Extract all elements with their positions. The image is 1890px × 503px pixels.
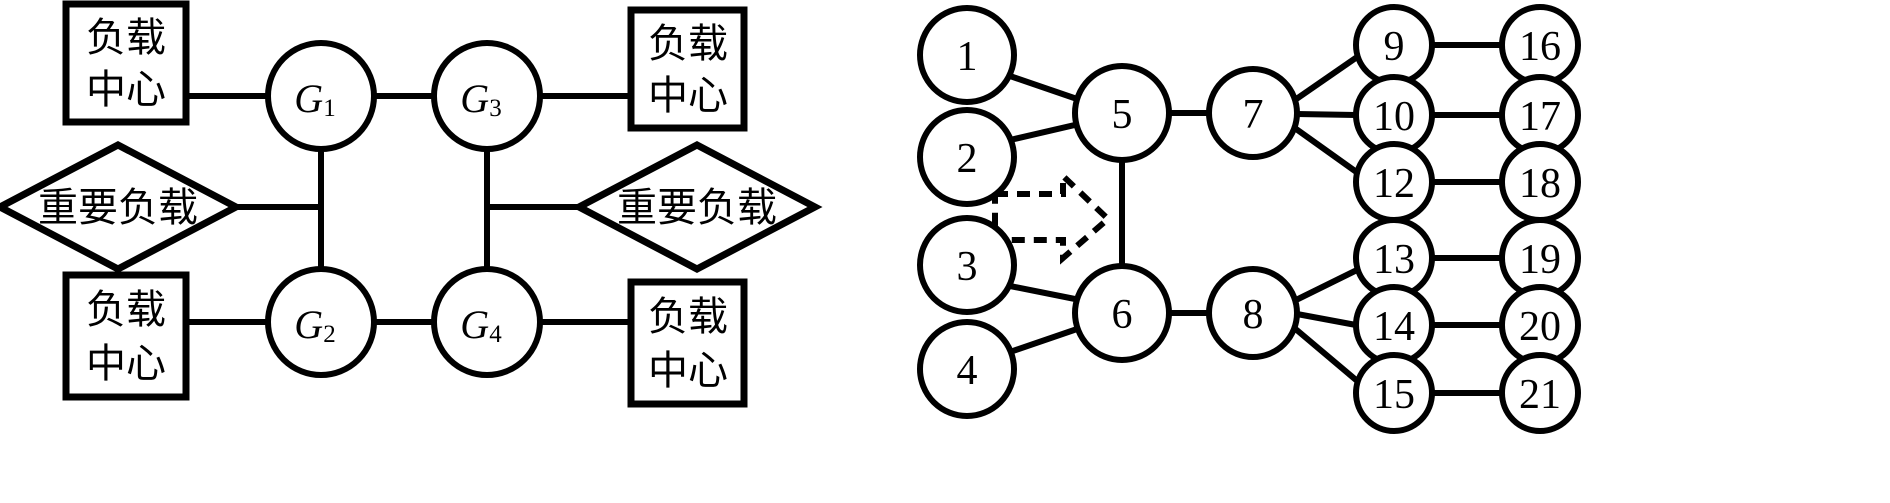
load-center-box — [62, 0, 190, 126]
node-label: 7 — [1243, 92, 1264, 138]
node-label: 15 — [1373, 372, 1415, 418]
node-label: 5 — [1112, 92, 1133, 138]
edge-7-12 — [1290, 123, 1364, 179]
generator-label: G1 — [294, 76, 335, 122]
graph-node-21[interactable]: 21 — [1499, 352, 1581, 434]
node-label: 20 — [1519, 304, 1561, 350]
edge-3-6 — [1009, 283, 1081, 303]
load-center-label-line1: 负载 — [86, 287, 166, 333]
edge-7-9 — [1290, 52, 1362, 105]
right-diagram-edges — [1009, 42, 1502, 396]
generator-label: G2 — [294, 302, 335, 348]
graph-node-4[interactable]: 4 — [917, 319, 1017, 419]
node-label: 17 — [1519, 94, 1561, 140]
node-circle — [917, 5, 1017, 105]
graph-node-5[interactable]: 5 — [1072, 63, 1172, 163]
graph-node-12[interactable]: 12 — [1353, 141, 1435, 223]
node-circle — [1072, 63, 1172, 163]
critical-load-diamond — [0, 141, 244, 273]
node-circle — [1206, 266, 1300, 360]
load-center-label-line1: 负载 — [648, 21, 728, 67]
node-circle — [1206, 66, 1300, 160]
dashed-right-arrow-icon — [992, 168, 1113, 265]
edge-7-10 — [1296, 111, 1357, 118]
node-label: 10 — [1373, 94, 1415, 140]
node-circle — [917, 107, 1017, 207]
critical-load-label: 重要负载 — [617, 185, 777, 231]
graph-node-14[interactable]: 14 — [1353, 284, 1435, 366]
load-center-label-line2: 中心 — [648, 73, 728, 119]
edge-8-13 — [1290, 265, 1363, 305]
load-center-label-line2: 中心 — [648, 348, 728, 394]
left-diagram-connections — [186, 93, 631, 325]
load-center-label-line1: 负载 — [648, 294, 728, 340]
node-label: 21 — [1519, 372, 1561, 418]
load-center-bottom-left[interactable]: 负载 中心 — [62, 271, 190, 401]
graph-node-7[interactable]: 7 — [1206, 66, 1300, 160]
generator-circle — [265, 266, 377, 378]
node-circle — [1353, 352, 1435, 434]
graph-node-1[interactable]: 1 — [917, 5, 1017, 105]
node-label: 19 — [1519, 237, 1561, 283]
graph-node-9[interactable]: 9 — [1353, 4, 1435, 86]
load-center-box — [62, 271, 190, 401]
graph-node-20[interactable]: 20 — [1499, 284, 1581, 366]
transform-arrow-group — [992, 168, 1113, 265]
load-center-label-line2: 中心 — [86, 341, 166, 387]
node-label: 18 — [1519, 161, 1561, 207]
load-center-bottom-right[interactable]: 负载 中心 — [627, 278, 748, 408]
graph-node-13[interactable]: 13 — [1353, 217, 1435, 299]
graph-node-8[interactable]: 8 — [1206, 266, 1300, 360]
graph-node-3[interactable]: 3 — [917, 215, 1017, 315]
generator-g2[interactable]: G2 — [265, 266, 377, 378]
generator-g4[interactable]: G4 — [431, 266, 543, 378]
node-label: 16 — [1519, 24, 1561, 70]
graph-node-2[interactable]: 2 — [917, 107, 1017, 207]
node-label: 12 — [1373, 161, 1415, 207]
node-label: 4 — [957, 348, 978, 394]
critical-load-label: 重要负载 — [38, 185, 198, 231]
edge-8-15 — [1290, 323, 1364, 388]
generator-circle — [265, 40, 377, 152]
critical-load-diamond — [571, 141, 823, 273]
graph-node-18[interactable]: 18 — [1499, 141, 1581, 223]
node-label: 3 — [957, 244, 978, 290]
node-circle — [917, 319, 1017, 419]
load-center-box — [627, 6, 748, 132]
node-label: 1 — [957, 34, 978, 80]
node-label: 13 — [1373, 237, 1415, 283]
node-label: 8 — [1243, 292, 1264, 338]
generator-label: G4 — [460, 302, 502, 348]
generator-label: G3 — [460, 76, 501, 122]
edge-8-14 — [1296, 311, 1357, 328]
critical-load-right[interactable]: 重要负载 — [571, 141, 823, 273]
node-label: 6 — [1112, 292, 1133, 338]
generator-circle — [431, 40, 543, 152]
graph-node-16[interactable]: 16 — [1499, 4, 1581, 86]
node-label: 14 — [1373, 304, 1415, 350]
graph-node-15[interactable]: 15 — [1353, 352, 1435, 434]
edge-2-5 — [1009, 121, 1080, 143]
node-circle — [917, 215, 1017, 315]
right-diagram: 1 2 3 4 5 6 7 — [917, 4, 1581, 434]
load-center-box — [627, 278, 748, 408]
edge-1-5 — [1009, 73, 1081, 103]
generator-g3[interactable]: G3 — [431, 40, 543, 152]
node-label: 9 — [1384, 24, 1405, 70]
generator-circle — [431, 266, 543, 378]
node-circle — [1072, 263, 1172, 363]
load-center-label-line1: 负载 — [86, 15, 166, 61]
graph-node-6[interactable]: 6 — [1072, 263, 1172, 363]
node-circle — [1499, 352, 1581, 434]
critical-load-left[interactable]: 重要负载 — [0, 141, 244, 273]
left-diagram: 负载 中心 负载 中心 负载 中心 负载 中心 重要负载 — [0, 0, 823, 408]
load-center-label-line2: 中心 — [86, 67, 166, 113]
generator-g1[interactable]: G1 — [265, 40, 377, 152]
load-center-top-right[interactable]: 负载 中心 — [627, 6, 748, 132]
load-center-top-left[interactable]: 负载 中心 — [62, 0, 190, 126]
edge-4-6 — [1009, 325, 1081, 355]
node-label: 2 — [957, 136, 978, 182]
